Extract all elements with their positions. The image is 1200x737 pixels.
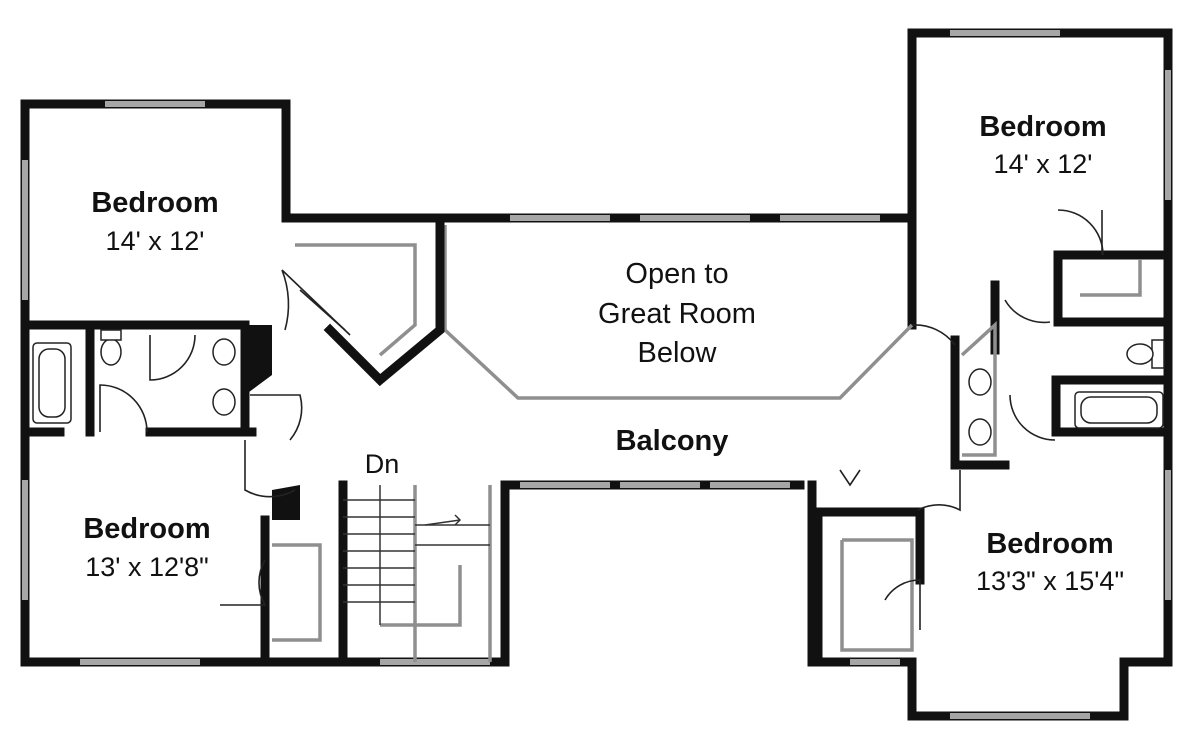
wall-post: [245, 325, 272, 395]
room-dims-bedroom-ne: 14' x 12': [994, 149, 1093, 179]
room-name-bedroom-sw: Bedroom: [83, 513, 210, 545]
sink: [212, 338, 236, 366]
labels: Bedroom 14' x 12' Bedroom 14' x 12' Bedr…: [83, 111, 1124, 596]
stairs-down-label: Dn: [365, 449, 400, 479]
toilet: [100, 338, 122, 366]
room-name-bedroom-ne: Bedroom: [979, 111, 1106, 143]
room-name-bedroom-nw: Bedroom: [91, 187, 218, 219]
staircase: [343, 485, 490, 625]
doors: [99, 209, 1104, 630]
room-dims-bedroom-sw: 13' x 12'8": [85, 552, 208, 582]
sink: [212, 388, 236, 416]
open-to-below-line2: Great Room: [598, 298, 756, 330]
sink: [968, 418, 992, 446]
room-dims-bedroom-nw: 14' x 12': [106, 226, 205, 256]
balcony-label: Balcony: [616, 425, 729, 457]
open-to-below-line1: Open to: [625, 258, 728, 290]
windows: [22, 30, 1171, 719]
toilet: [1126, 343, 1154, 365]
room-name-bedroom-se: Bedroom: [986, 528, 1113, 560]
fixtures: [32, 329, 1165, 446]
room-dims-bedroom-se: 13'3" x 15'4": [976, 566, 1124, 596]
interior-partitions: [272, 220, 1142, 662]
wall-post: [272, 485, 300, 520]
sink: [968, 368, 992, 396]
open-to-below-line3: Below: [638, 337, 718, 369]
